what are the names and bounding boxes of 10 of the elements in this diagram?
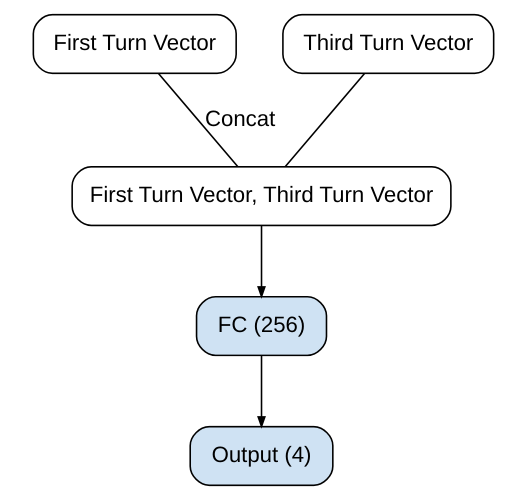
arrow: [257, 356, 266, 429]
node-box: Output (4): [189, 426, 334, 486]
node-box: Third Turn Vector: [282, 14, 494, 74]
node-box: First Turn Vector: [32, 14, 237, 74]
node-box: FC (256): [196, 296, 328, 356]
arrow: [257, 226, 266, 299]
connector: [284, 73, 366, 168]
node-box: First Turn Vector, Third Turn Vector: [71, 166, 452, 226]
connector: [158, 73, 238, 168]
edge-label: Concat: [204, 106, 276, 131]
